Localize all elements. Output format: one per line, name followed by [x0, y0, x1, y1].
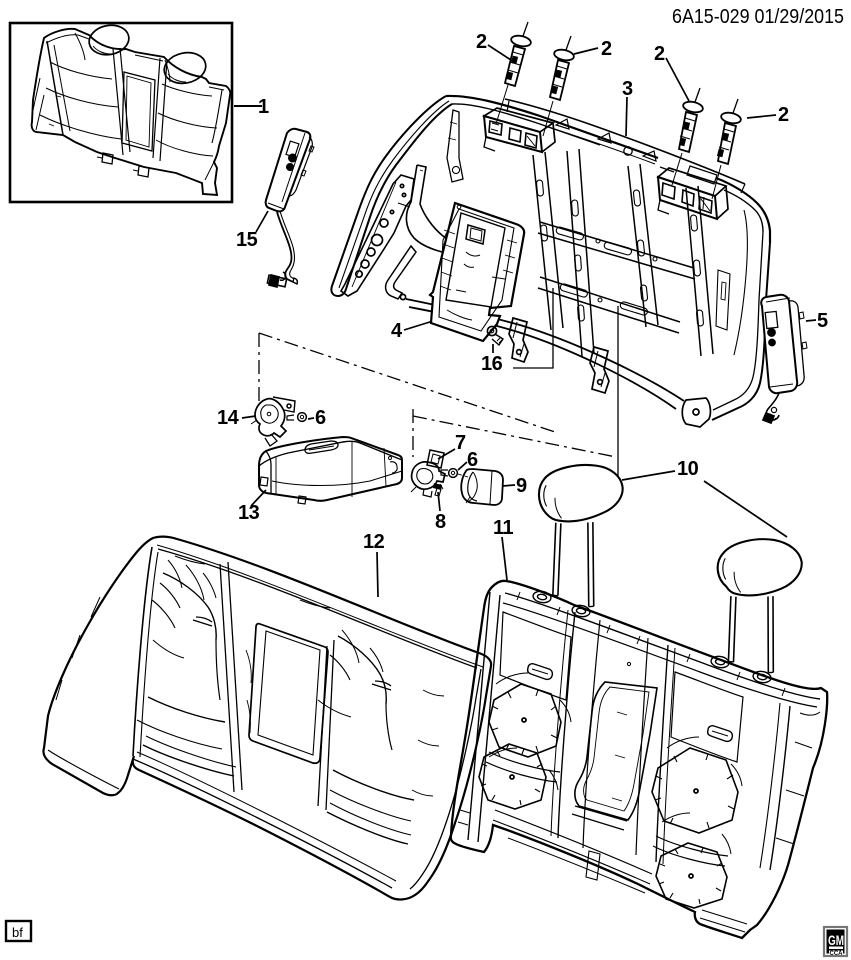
svg-text:4: 4 — [391, 320, 403, 342]
svg-text:2: 2 — [601, 38, 612, 60]
svg-text:CCA: CCA — [830, 951, 844, 957]
svg-text:2: 2 — [476, 31, 487, 53]
svg-text:13: 13 — [238, 502, 260, 524]
svg-text:6: 6 — [315, 407, 326, 429]
svg-text:bf: bf — [12, 925, 23, 940]
svg-text:12: 12 — [363, 531, 385, 553]
svg-text:6: 6 — [467, 449, 478, 471]
svg-text:11: 11 — [493, 517, 514, 539]
svg-text:2: 2 — [778, 104, 789, 126]
svg-text:7: 7 — [455, 432, 466, 454]
svg-text:2: 2 — [654, 43, 665, 65]
svg-text:14: 14 — [217, 407, 240, 429]
svg-text:6A15-029 01/29/2015: 6A15-029 01/29/2015 — [672, 6, 844, 28]
svg-text:9: 9 — [516, 475, 527, 497]
svg-text:GM: GM — [828, 932, 844, 948]
svg-text:10: 10 — [677, 458, 699, 480]
svg-text:5: 5 — [817, 310, 828, 332]
svg-text:3: 3 — [622, 78, 633, 100]
svg-text:15: 15 — [236, 229, 258, 251]
svg-text:8: 8 — [435, 511, 446, 533]
svg-text:16: 16 — [481, 353, 503, 375]
svg-text:1: 1 — [258, 96, 269, 118]
